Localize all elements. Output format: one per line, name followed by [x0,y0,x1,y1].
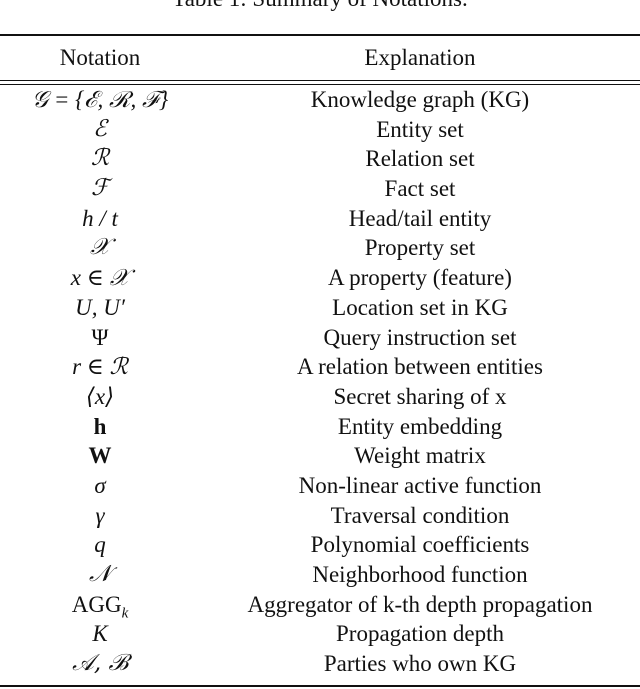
table-row: AGGk Aggregator of k-th depth propagatio… [0,590,640,622]
notation-main: AGG [71,591,122,617]
explanation-cell: A property (feature) [328,265,512,291]
notation-cell: h / t [82,205,118,231]
explanation-cell: Aggregator of k-th depth propagation [247,591,593,617]
explanation-cell: Entity embedding [337,413,503,439]
notation-cell: q [94,532,106,558]
explanation-cell: Knowledge graph (KG) [310,87,530,112]
notation-cell: ℰ [93,115,107,142]
table-row: 𝒜, ℬ Parties who own KG [0,649,640,679]
explanation-cell: Traversal condition [330,502,510,528]
explanation-cell: Fact set [384,176,456,202]
explanation-cell: Non-linear active function [298,472,542,498]
notation-cell: 𝒜, ℬ [72,650,128,677]
explanation-cell: Entity set [376,116,464,142]
explanation-cell: Relation set [365,146,475,172]
table-row: ℛ Relation set [0,144,640,174]
header-notation: Notation [59,45,141,70]
notation-cell: ℱ [90,175,110,202]
table-row: q Polynomial coefficients [0,530,640,560]
header-explanation: Explanation [364,45,476,70]
table-row: ℱ Fact set [0,174,640,204]
explanation-cell: Polynomial coefficients [310,532,530,558]
table-row: 𝒩 Neighborhood function [0,560,640,590]
notation-cell: x ∈ 𝒳 [70,265,130,291]
explanation-cell: Neighborhood function [312,562,528,587]
explanation-cell: Weight matrix [354,443,486,469]
table-row: σ Non-linear active function [0,471,640,501]
explanation-cell: Location set in KG [332,294,508,320]
table-row: K Propagation depth [0,619,640,649]
notation-cell: r ∈ ℛ [72,354,128,380]
table-header: Notation Explanation [0,38,640,78]
table-row: 𝒳 Property set [0,233,640,263]
notation-cell: ℛ [90,145,110,172]
notation-cell: U, U′ [75,294,125,320]
notation-cell: ⟨x⟩ [85,383,115,409]
table-row: γ Traversal condition [0,501,640,531]
header-rule-2 [0,84,640,85]
table-caption: Table 1: Summary of Notations. [0,0,640,14]
notation-cell: 𝒢 = {ℰ, ℛ, ℱ} [31,87,169,112]
notation-cell: 𝒩 [88,561,112,587]
notation-cell: σ [94,472,106,498]
bottom-rule [0,685,640,687]
explanation-cell: Propagation depth [336,621,504,647]
notation-cell: 𝒳 [90,234,110,261]
table-row: h Entity embedding [0,412,640,442]
notation-subscript: k [121,605,129,622]
table-row: U, U′ Location set in KG [0,293,640,323]
explanation-cell: Head/tail entity [348,205,492,231]
explanation-cell: A relation between entities [297,354,543,380]
notation-cell: AGGk [0,590,200,622]
explanation-cell: Secret sharing of x [333,383,507,409]
table-body: 𝒢 = {ℰ, ℛ, ℱ} Knowledge graph (KG) ℰ Ent… [0,85,640,679]
notation-cell: K [92,621,108,647]
table-row: h / t Head/tail entity [0,204,640,234]
table-row: ⟨x⟩ Secret sharing of x [0,382,640,412]
explanation-cell: Parties who own KG [323,651,517,677]
table-row: ℰ Entity set [0,115,640,145]
table-row: x ∈ 𝒳 A property (feature) [0,263,640,293]
notation-cell: W [88,443,112,469]
notation-cell: h [93,413,107,439]
explanation-cell: Query instruction set [323,324,517,350]
header-rule-1 [0,80,640,81]
table-row: r ∈ ℛ A relation between entities [0,352,640,382]
explanation-cell: Property set [364,235,476,261]
notation-cell: Ψ [91,324,109,350]
notation-cell: γ [95,502,105,528]
top-rule [0,34,640,36]
table-row: W Weight matrix [0,441,640,471]
table-row: 𝒢 = {ℰ, ℛ, ℱ} Knowledge graph (KG) [0,85,640,115]
table-row: Ψ Query instruction set [0,323,640,353]
